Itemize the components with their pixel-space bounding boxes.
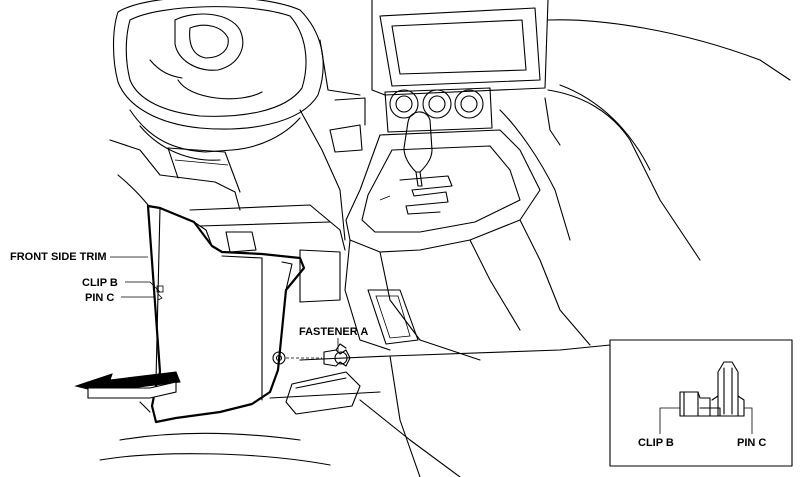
shift-knob: [403, 111, 433, 173]
shift-gate: [399, 175, 453, 215]
hvac-dial-center: [422, 89, 452, 119]
fastener-hole: [272, 351, 286, 365]
dashboard-interior: [99, 0, 791, 477]
hvac-dial-right: [454, 89, 484, 119]
inset-pin-c: [717, 361, 739, 417]
label-pin-c: PIN C: [85, 292, 114, 304]
label-front-side-trim: FRONT SIDE TRIM: [10, 251, 107, 263]
front-side-trim-part: [139, 204, 306, 424]
label-fastener-a: FASTENER A: [299, 326, 368, 338]
inset-label-pin-c: PIN C: [737, 437, 766, 449]
fastener-a: [286, 343, 351, 367]
console-pocket: [367, 289, 419, 345]
label-clip-b: CLIP B: [82, 277, 118, 289]
hvac-dial-left: [389, 89, 419, 119]
floor-pad: [285, 371, 361, 415]
removal-arrow: [74, 371, 181, 399]
inset-label-clip-b: CLIP B: [638, 437, 674, 449]
center-display: [379, 7, 541, 87]
leader-clip-b: [125, 281, 161, 293]
inset-detail-box: [609, 339, 793, 467]
steering-wheel: [113, 0, 324, 130]
